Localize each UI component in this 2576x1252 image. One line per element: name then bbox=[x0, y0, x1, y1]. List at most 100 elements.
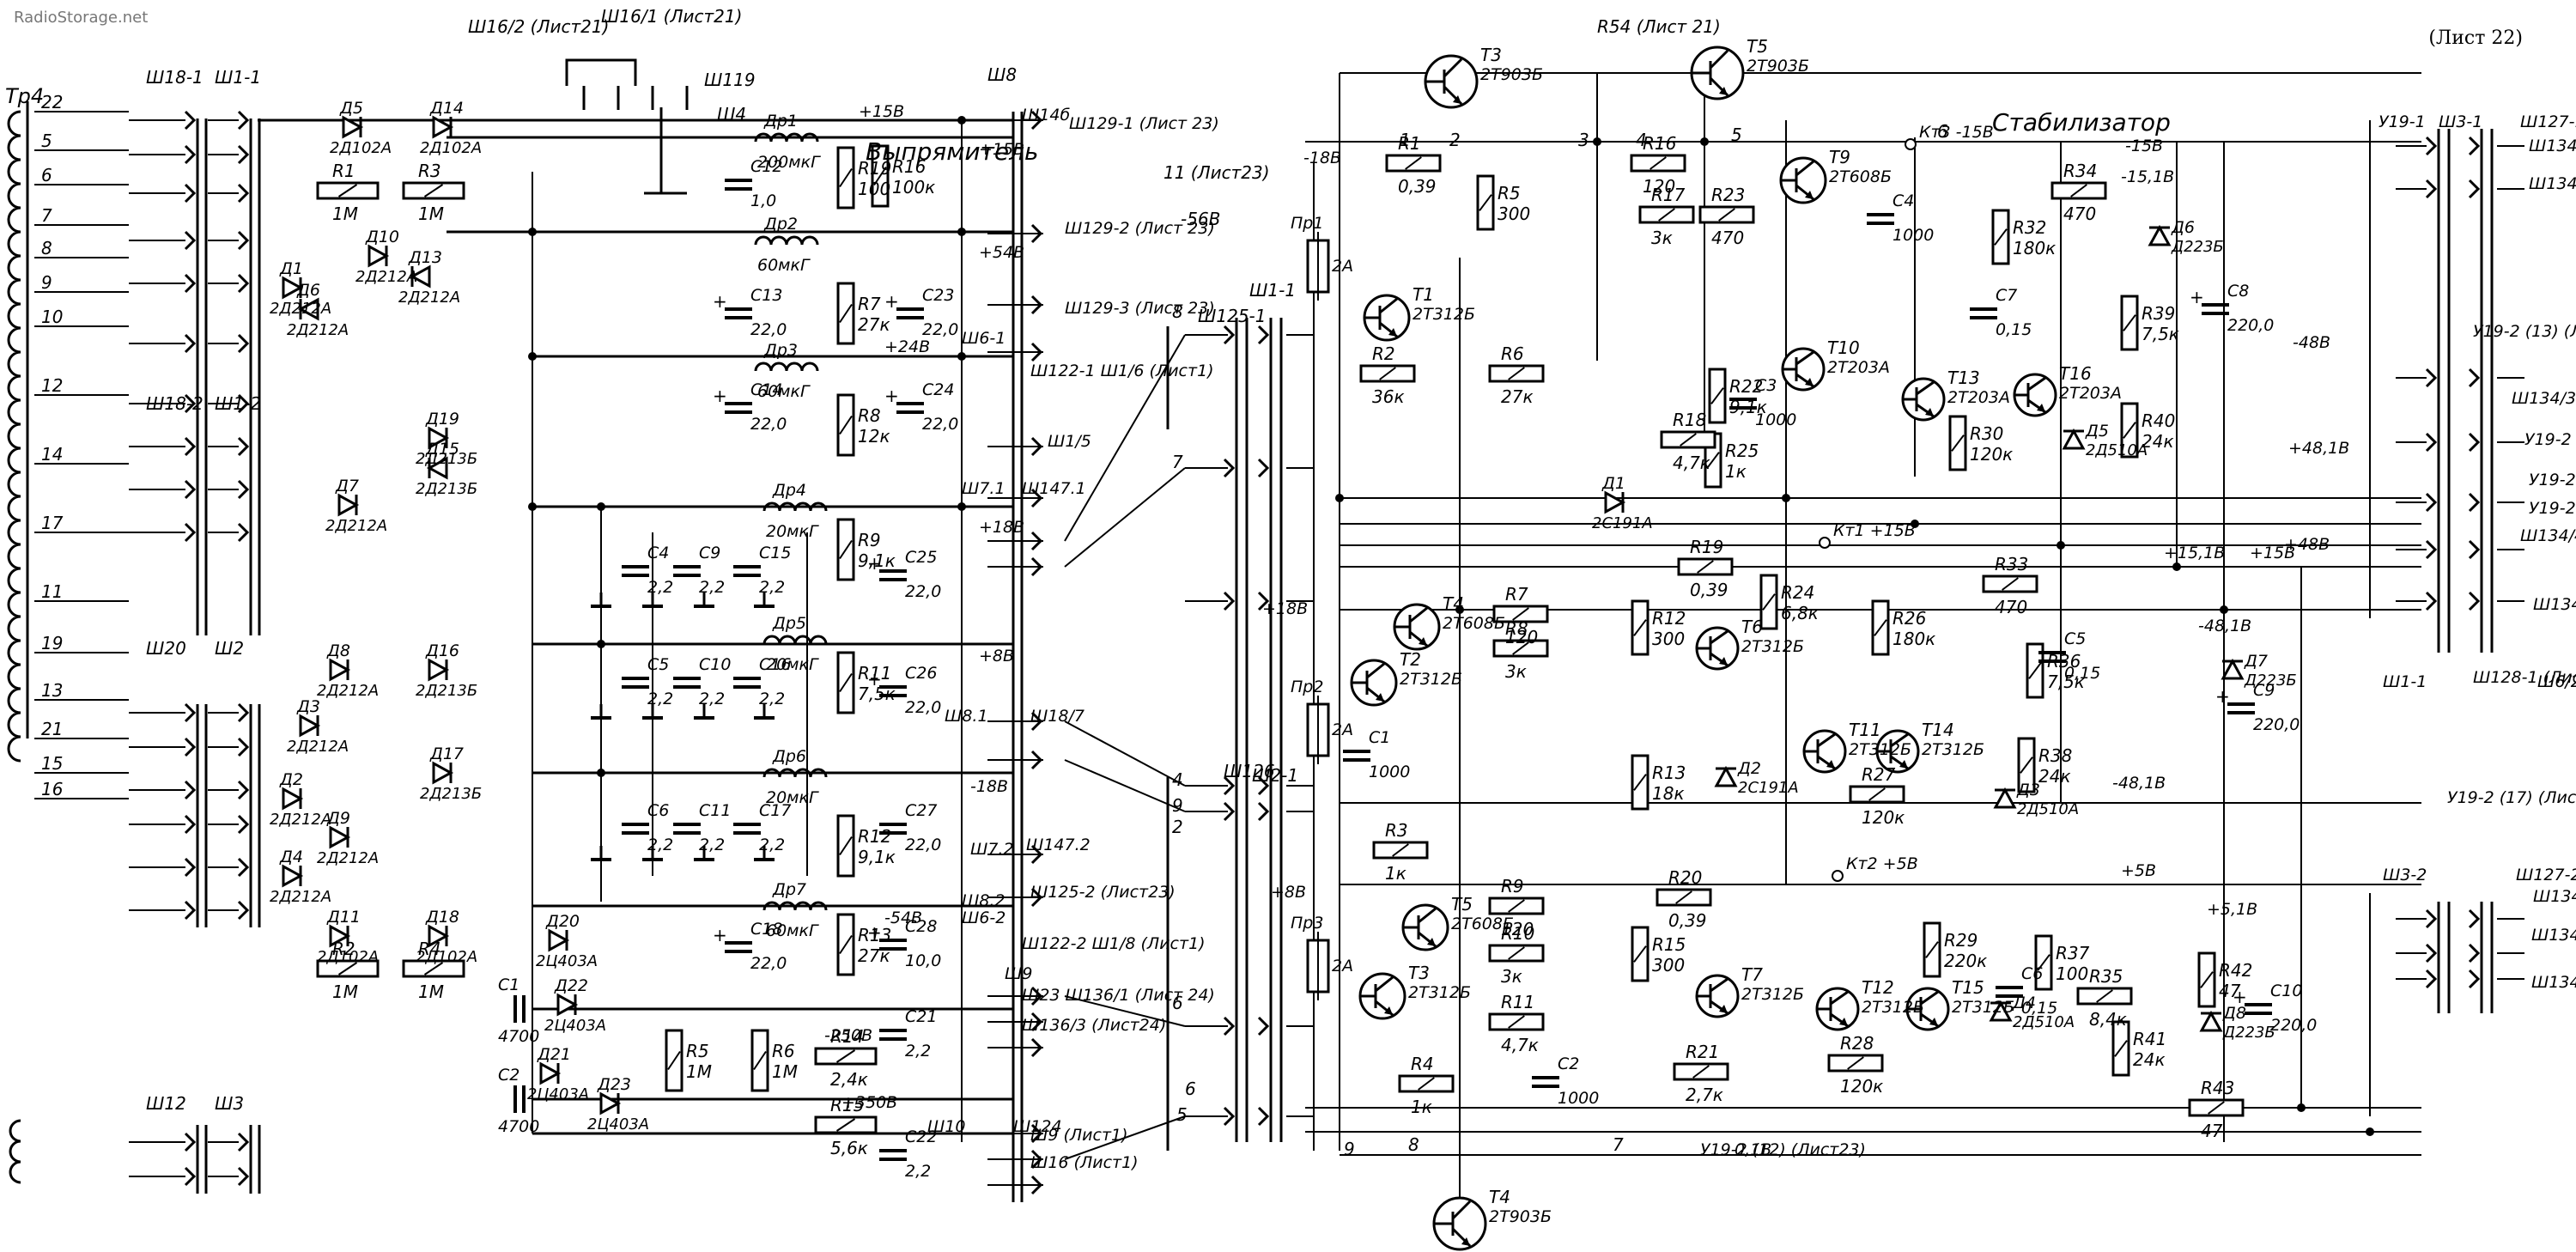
test-point-label: Кт3 -15В bbox=[1919, 123, 1994, 142]
resistor-value: 47 bbox=[2219, 981, 2241, 1001]
fuse-ref: Пр3 bbox=[1291, 914, 1323, 933]
diode bbox=[409, 264, 431, 289]
output-connector: Ш128-1 (Лист1) bbox=[2473, 668, 2576, 687]
resistor-value: 5,6к bbox=[830, 1138, 868, 1158]
bundle-pin: 6 bbox=[1185, 1079, 1196, 1099]
transistor-ref: T3 bbox=[1480, 45, 1502, 65]
output-connector: Ш8.1 bbox=[945, 707, 988, 726]
resistor-ref: R5 bbox=[1498, 183, 1521, 204]
resistor-value: 0,39 bbox=[1668, 910, 1707, 931]
transistor-type: 2Т312Б bbox=[1862, 998, 1924, 1017]
diode-ref: Д19 bbox=[425, 410, 459, 428]
connector-pin bbox=[237, 110, 250, 131]
capacitor bbox=[673, 565, 701, 577]
transistor bbox=[1779, 156, 1827, 204]
resistor-value: 1к bbox=[1725, 461, 1747, 482]
inductor-ref: Др1 bbox=[763, 112, 798, 131]
connector-pin bbox=[184, 230, 197, 251]
transistor-type: 2Т608Б bbox=[1451, 915, 1514, 933]
resistor-value: 1к bbox=[1385, 863, 1406, 884]
resistor-ref: R8 bbox=[1505, 618, 1528, 639]
resistor-ref: R30 bbox=[1970, 423, 2003, 444]
connector-pin bbox=[237, 479, 250, 500]
connector-pin bbox=[184, 522, 197, 543]
resistor bbox=[1630, 154, 1686, 173]
inductor-value: 200мкГ bbox=[757, 153, 821, 172]
diode-ref: Д1 bbox=[1601, 474, 1625, 493]
diode bbox=[2199, 1010, 2223, 1032]
diode-ref: Д11 bbox=[326, 908, 361, 927]
capacitor bbox=[879, 1149, 907, 1161]
connector-label: Ш1-2 bbox=[215, 393, 261, 414]
output-connector: Ш134/5 (Лист 22) bbox=[2533, 595, 2576, 614]
transistor bbox=[1350, 659, 1398, 707]
resistor bbox=[2120, 402, 2139, 459]
output-pin bbox=[1030, 844, 1043, 865]
capacitor bbox=[1970, 307, 1997, 319]
transistor-ref: T1 bbox=[1413, 284, 1434, 305]
output-pin bbox=[1030, 1149, 1043, 1170]
capacitor-ref: C9 bbox=[699, 544, 720, 562]
voltage-rail: -15,1В bbox=[2121, 167, 2174, 186]
inductor-value: 20мкГ bbox=[766, 788, 819, 807]
resistor-value: 27к bbox=[1501, 386, 1534, 407]
output-connector: Ш9 (Лист1) bbox=[1030, 1126, 1128, 1145]
inductor-value: 20мкГ bbox=[766, 655, 819, 674]
resistor-ref: R23 bbox=[1711, 185, 1745, 205]
capacitor bbox=[1532, 1076, 1559, 1088]
capacitor-value: 2,2 bbox=[647, 690, 673, 708]
node-number: 8 bbox=[1408, 1134, 1419, 1155]
diode bbox=[1993, 787, 2017, 809]
connector-label: Ш4 bbox=[717, 104, 746, 125]
capacitor-value: 4700 bbox=[498, 1117, 539, 1136]
resistor-value: 100 bbox=[858, 179, 890, 199]
resistor-ref: R26 bbox=[1893, 608, 1926, 629]
capacitor bbox=[513, 995, 526, 1023]
capacitor-value: 0,15 bbox=[2021, 999, 2057, 1018]
connector-pin bbox=[2425, 136, 2438, 156]
node-number: 3 bbox=[1578, 130, 1589, 150]
resistor bbox=[1982, 574, 2038, 593]
diode-ref: Д3 bbox=[296, 697, 320, 716]
connector-pin bbox=[2425, 943, 2438, 963]
connector-pin bbox=[184, 393, 197, 414]
output-connector: Ш147.1 bbox=[1022, 479, 1086, 498]
resistor-value: 470 bbox=[1711, 228, 1744, 248]
resistor-value: 24к bbox=[2038, 766, 2071, 787]
capacitor-value: 22,0 bbox=[905, 836, 941, 854]
fuse bbox=[1306, 696, 1330, 764]
resistor bbox=[836, 282, 855, 345]
output-pin bbox=[1030, 711, 1043, 732]
transformer-winding bbox=[7, 110, 21, 763]
connector-pin bbox=[1223, 775, 1236, 796]
bundle-label: Ш125-1 bbox=[1198, 306, 1267, 326]
diode-ref: Д2 bbox=[1737, 759, 1761, 778]
capacitor-ref: C14 bbox=[750, 380, 782, 399]
inductor bbox=[762, 635, 828, 645]
output-pin bbox=[1030, 295, 1043, 315]
capacitor bbox=[879, 569, 907, 581]
capacitor bbox=[1996, 986, 2023, 998]
node-number: 4 bbox=[1636, 130, 1647, 150]
resistor-ref: R12 bbox=[1652, 608, 1686, 629]
capacitor-value: 22,0 bbox=[905, 582, 941, 601]
transformer-tap: 16 bbox=[41, 779, 63, 799]
connector-pin bbox=[1223, 1106, 1236, 1127]
capacitor bbox=[879, 823, 907, 835]
resistor bbox=[2026, 642, 2044, 699]
inductor bbox=[754, 132, 819, 143]
resistor bbox=[1673, 1062, 1729, 1081]
inductor bbox=[762, 501, 828, 512]
connector-pin bbox=[1257, 1016, 1270, 1036]
ground-symbol bbox=[591, 704, 611, 720]
resistor bbox=[836, 518, 855, 581]
resistor-ref: R39 bbox=[2142, 303, 2175, 324]
resistor bbox=[402, 181, 465, 200]
resistor-value: 1М bbox=[332, 982, 358, 1002]
resistor-ref: R15 bbox=[830, 1095, 864, 1115]
output-connector: Ш127-2 bbox=[2516, 866, 2576, 884]
voltage-rail: -54В bbox=[884, 909, 922, 927]
capacitor bbox=[622, 565, 649, 577]
resistor-value: 4,7к bbox=[1501, 1035, 1539, 1055]
bundle-label: -56В bbox=[1181, 209, 1220, 229]
